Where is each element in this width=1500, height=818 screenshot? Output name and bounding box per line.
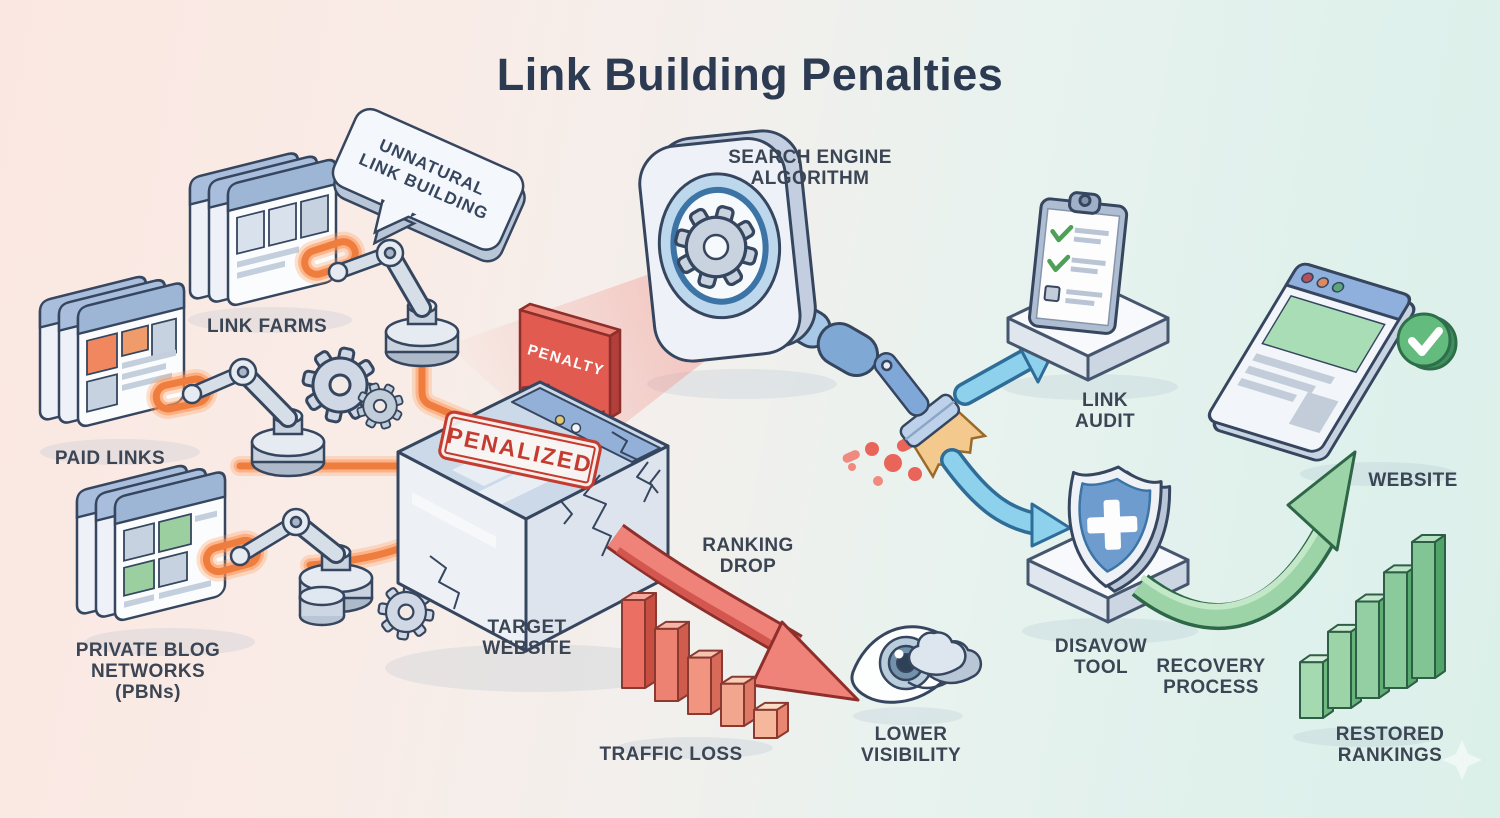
shield-plus-icon <box>1067 465 1172 593</box>
robot-arm-pbn <box>229 507 374 614</box>
ranking-drop-arrow <box>606 523 860 702</box>
link-farms-label: LINK FARMS <box>206 316 328 337</box>
link-farms-stack <box>188 152 338 307</box>
paid-links-label: PAID LINKS <box>54 448 166 469</box>
check-badge-icon <box>1396 312 1458 371</box>
magnifier-icon <box>638 129 880 377</box>
eye-cloud-icon <box>850 625 983 704</box>
ground-shadows <box>40 307 1456 759</box>
clipboard-icon <box>1028 191 1129 335</box>
traffic-loss-label: TRAFFIC LOSS <box>599 744 743 765</box>
robot-arm-link-farms <box>327 238 460 368</box>
sparkle-icon <box>1442 740 1482 780</box>
website-window-icon <box>1207 262 1458 462</box>
traffic-loss-bars <box>621 592 789 739</box>
database-icon <box>298 585 346 627</box>
paid-links-stack <box>38 275 186 428</box>
website-label: WEBSITE <box>1368 470 1458 491</box>
recovery-arrow <box>1131 450 1357 630</box>
restored-rankings-bars <box>1299 534 1446 719</box>
robot-arm-paid-links <box>181 357 326 478</box>
page-title: Link Building Penalties <box>496 49 1004 100</box>
speech-bubble <box>331 107 526 263</box>
broom-brush-icon <box>873 352 988 480</box>
pbn-stack <box>75 464 227 622</box>
audit-arrow-down <box>940 448 1072 548</box>
